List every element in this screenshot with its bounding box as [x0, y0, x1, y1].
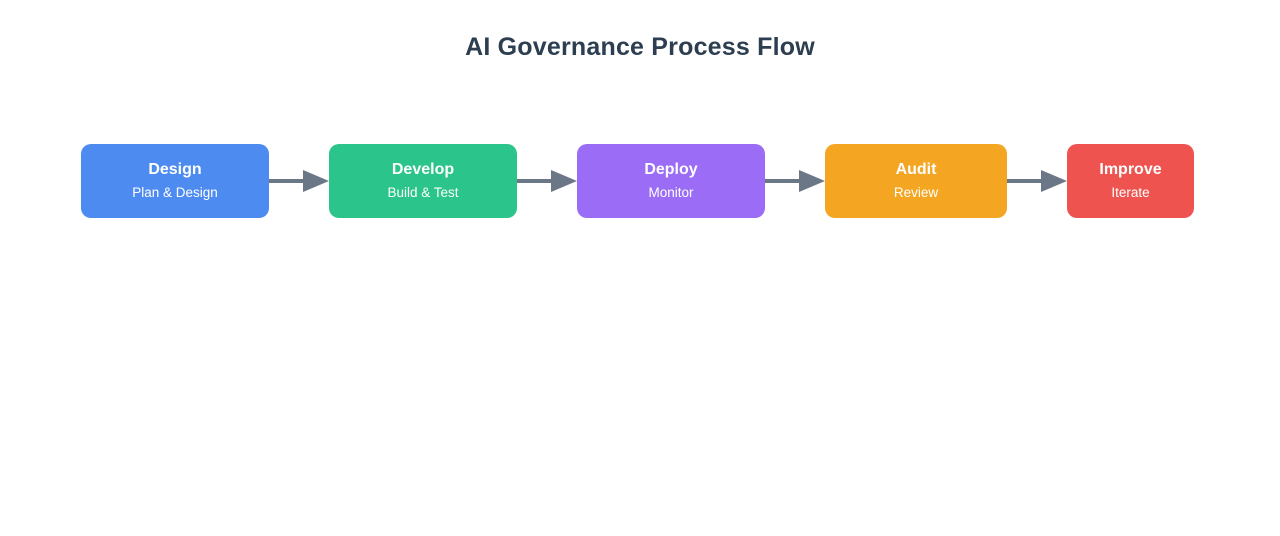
flow-node-subtitle: Review — [893, 185, 939, 200]
flow-node-improve[interactable]: Improve Iterate — [1067, 144, 1194, 218]
flow-node-subtitle: Iterate — [1111, 185, 1150, 200]
connector-deploy-to-audit — [765, 144, 825, 218]
flow-node-title: Audit — [895, 161, 937, 178]
connector-audit-to-improve — [1007, 144, 1067, 218]
flow-node-develop[interactable]: Develop Build & Test — [329, 144, 517, 218]
flow-node-deploy[interactable]: Deploy Monitor — [577, 144, 765, 218]
arrow-right-icon — [765, 170, 825, 192]
arrow-right-icon — [269, 170, 329, 192]
connector-design-to-develop — [269, 144, 329, 218]
process-flow-row: Design Plan & Design Develop Build & Tes… — [81, 144, 1194, 218]
flow-node-title: Design — [148, 161, 202, 178]
flow-node-subtitle: Plan & Design — [132, 185, 218, 200]
flow-node-title: Develop — [391, 161, 455, 178]
arrow-right-icon — [1007, 170, 1067, 192]
flow-node-title: Improve — [1099, 161, 1162, 178]
flow-node-subtitle: Build & Test — [387, 185, 459, 200]
flow-node-audit[interactable]: Audit Review — [825, 144, 1007, 218]
flow-node-title: Deploy — [644, 161, 698, 178]
connector-develop-to-deploy — [517, 144, 577, 218]
flow-node-subtitle: Monitor — [648, 185, 694, 200]
arrow-right-icon — [517, 170, 577, 192]
page-title: AI Governance Process Flow — [465, 33, 815, 61]
flow-node-design[interactable]: Design Plan & Design — [81, 144, 269, 218]
